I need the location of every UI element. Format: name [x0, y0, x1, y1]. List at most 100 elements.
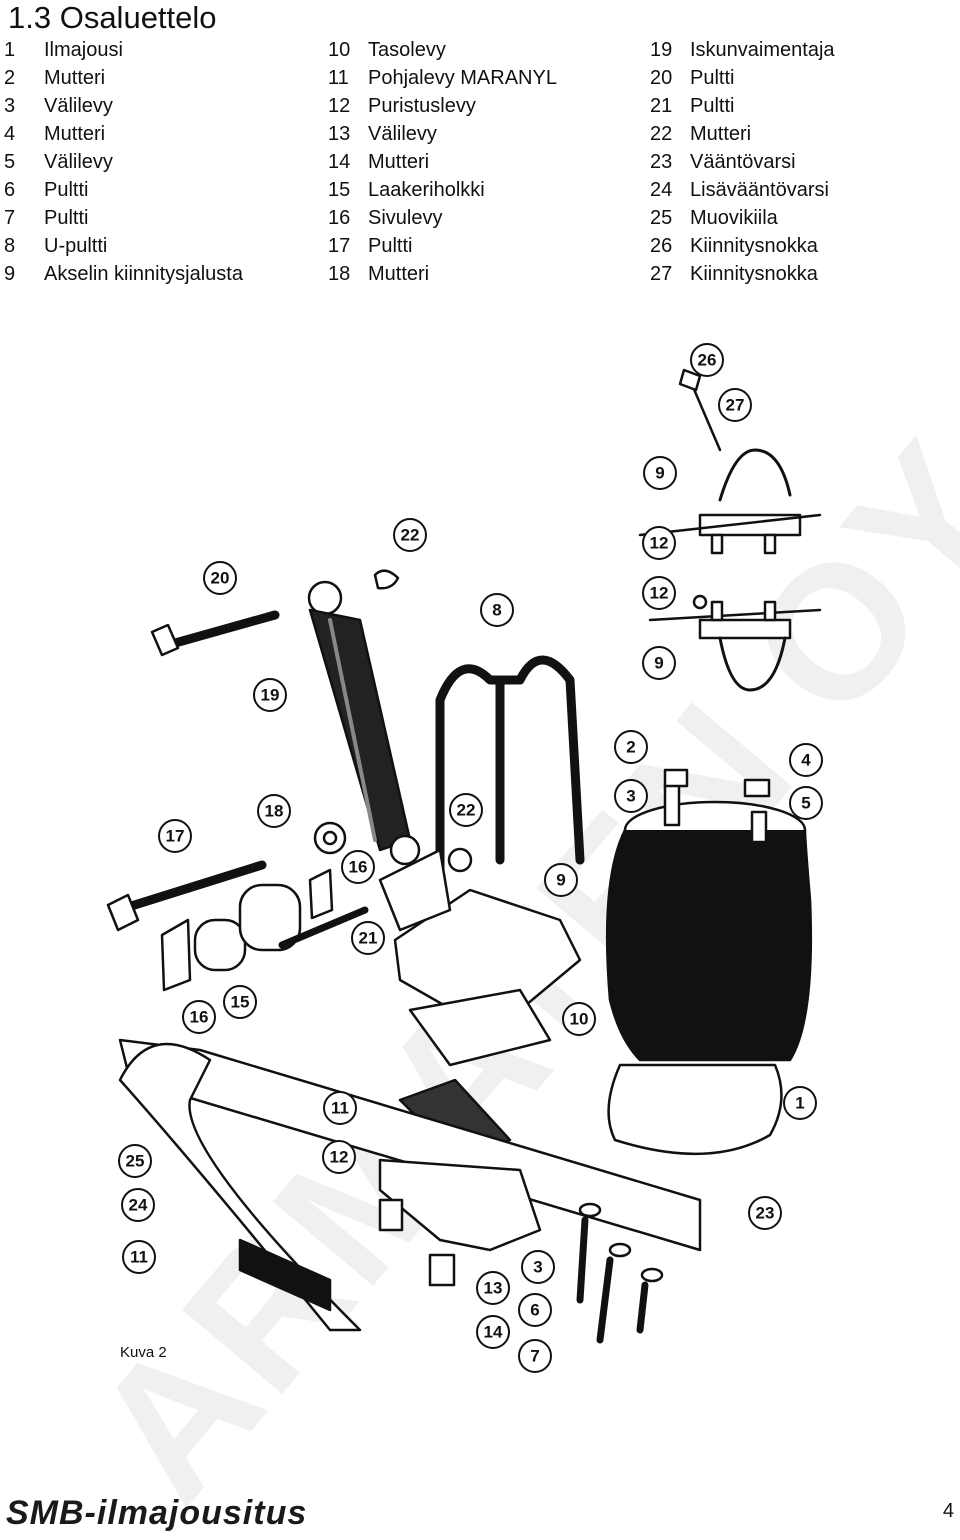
callout-number: 15	[231, 993, 250, 1012]
callout-number: 11	[130, 1248, 148, 1267]
part-number: 25	[650, 206, 673, 229]
callout-number: 11	[331, 1099, 349, 1118]
lower-bolts	[378, 1198, 664, 1344]
part-number: 18	[328, 262, 351, 285]
callout-number: 16	[349, 858, 368, 877]
parts-list-item: 5 Välilevy	[4, 148, 243, 176]
part-number: 10	[328, 38, 351, 61]
axle-mount-base	[378, 848, 582, 1022]
part-name: Vääntövarsi	[690, 150, 796, 173]
part-name: Tasolevy	[368, 38, 446, 61]
callout-number: 12	[650, 534, 669, 553]
part-name: Pultti	[44, 206, 89, 229]
part-number: 20	[650, 66, 673, 89]
callout-number: 12	[330, 1148, 349, 1167]
callout-number: 10	[570, 1010, 589, 1029]
part-number: 19	[650, 38, 673, 61]
part-number: 16	[328, 206, 351, 229]
part-name: Mutteri	[368, 262, 430, 285]
part-number: 8	[4, 234, 16, 257]
nut-22-top	[373, 569, 400, 590]
part-number: 24	[650, 178, 673, 201]
footer-brand: SMB-ilmajousitus	[6, 1494, 308, 1532]
shock-absorber	[307, 580, 421, 866]
bolt-21	[278, 906, 369, 949]
part-name: Akselin kiinnitysjalusta	[44, 262, 243, 285]
callout-number: 8	[492, 601, 501, 620]
callout-number: 6	[530, 1301, 539, 1320]
figure-caption: Kuva 2	[120, 1344, 167, 1361]
parts-list-item: 17 Pultti	[328, 232, 557, 260]
part-number: 14	[328, 150, 351, 173]
page-number: 4	[942, 1500, 954, 1522]
part-number: 6	[4, 178, 16, 201]
callout-number: 4	[801, 751, 811, 770]
parts-list-item: 10 Tasolevy	[328, 36, 557, 64]
callout-number: 27	[726, 396, 745, 415]
callout-number: 24	[129, 1196, 148, 1215]
callout-number: 14	[484, 1323, 503, 1342]
part-name: Pohjalevy MARANYL	[368, 66, 557, 89]
parts-list-item: 18 Mutteri	[328, 260, 557, 288]
part-number: 12	[328, 94, 351, 117]
part-name: Välilevy	[368, 122, 437, 145]
part-number: 17	[328, 234, 351, 257]
callout-number: 21	[359, 929, 378, 948]
part-name: Laakeriholkki	[368, 178, 485, 201]
part-name: Pultti	[368, 234, 413, 257]
bolt-20	[150, 610, 280, 657]
part-number: 3	[4, 94, 16, 117]
part-name: Sivulevy	[368, 206, 443, 229]
part-name: Puristuslevy	[368, 94, 476, 117]
callout-number: 22	[457, 801, 476, 820]
parts-list-item: 12 Puristuslevy	[328, 92, 557, 120]
parts-list-item: 21 Pultti	[650, 92, 835, 120]
bearing-bushing	[160, 868, 334, 992]
part-number: 23	[650, 150, 673, 173]
parts-list-item: 23 Vääntövarsi	[650, 148, 835, 176]
parts-list-item: 20 Pultti	[650, 64, 835, 92]
callout-number: 13	[484, 1279, 503, 1298]
callout-number: 22	[401, 526, 420, 545]
part-number: 4	[4, 122, 16, 145]
part-number: 5	[4, 150, 16, 173]
plate-10	[408, 988, 552, 1067]
callout-number: 16	[190, 1008, 209, 1027]
part-name: Mutteri	[690, 122, 752, 145]
parts-list-item: 25 Muovikiila	[650, 204, 835, 232]
callout-number: 7	[530, 1347, 539, 1366]
part-name: Välilevy	[44, 150, 113, 173]
callout-number: 2	[626, 738, 635, 757]
callout-labels	[118, 343, 823, 1373]
part-name: Pultti	[690, 66, 735, 89]
part-name: Mutteri	[368, 150, 430, 173]
part-name: Muovikiila	[690, 206, 778, 229]
torque-arm	[118, 1038, 702, 1252]
part-name: Ilmajousi	[44, 38, 123, 61]
parts-list-item: 16 Sivulevy	[328, 204, 557, 232]
callout-number: 9	[556, 871, 565, 890]
callout-number: 17	[166, 827, 185, 846]
callout-number: 1	[795, 1094, 804, 1113]
callout-number: 9	[655, 464, 664, 483]
callout-number: 20	[211, 569, 230, 588]
part-number: 21	[650, 94, 673, 117]
part-name: Pultti	[690, 94, 735, 117]
part-name: U-pultti	[44, 234, 108, 257]
air-spring	[605, 768, 813, 1156]
bolt-17	[106, 860, 267, 932]
